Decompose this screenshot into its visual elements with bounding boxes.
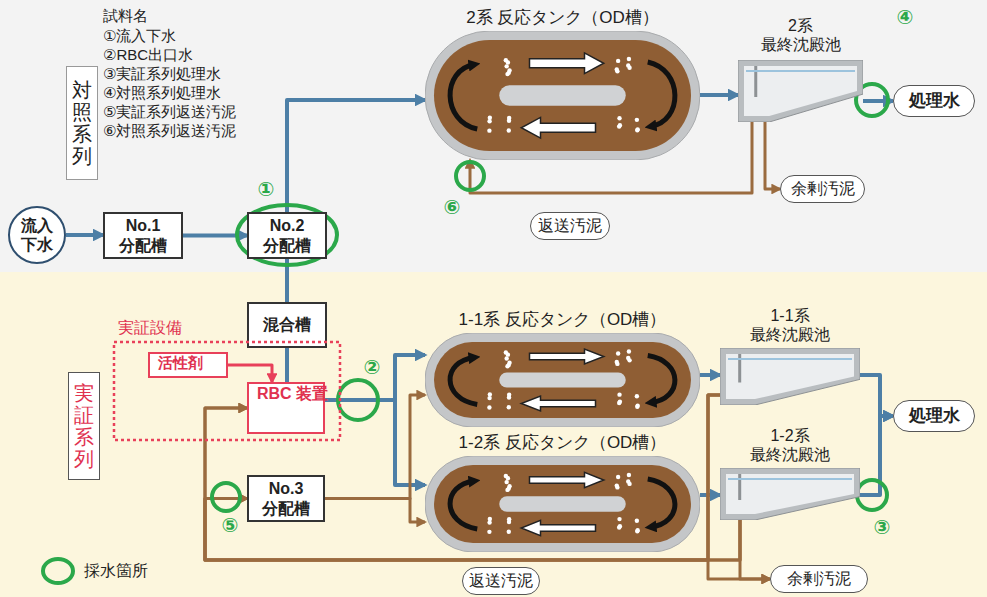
sample-list-item: ②RBC出口水	[103, 45, 193, 64]
settling-tank: 1-1系 最終沈殿池	[720, 302, 860, 405]
flow-line	[325, 499, 425, 523]
flow-line	[66, 233, 103, 237]
legend-ring	[40, 556, 76, 586]
sampling-ring	[237, 205, 337, 265]
reaction-tank: 1-1系 反応タンク（OD槽）	[425, 307, 700, 427]
reaction-tank: 1-2系 反応タンク（OD槽）	[425, 430, 700, 552]
settling-tank: 1-2系 最終沈殿池	[720, 422, 860, 520]
sample-list-item: ①流入下水	[103, 26, 176, 45]
flow-line	[287, 100, 425, 212]
node-label: 混合槽	[261, 315, 313, 334]
node-label: 余剰汚泥	[791, 179, 855, 198]
node-label: 1-2系 最終沈殿池	[738, 422, 842, 464]
sampling-ring	[212, 483, 240, 511]
flow-line	[700, 93, 738, 97]
sample-list-item: 試料名	[103, 6, 148, 25]
series-tag: 実証系列	[68, 372, 100, 480]
sampling-ring	[857, 480, 887, 510]
callout-number: ⑥	[444, 196, 461, 218]
callout-number: ③	[874, 516, 891, 538]
node-label: 返送汚泥	[469, 571, 533, 590]
process-box: No.3 分配槽	[247, 475, 325, 522]
node-label: 1-2系 反応タンク（OD槽）	[425, 430, 700, 456]
control-band	[0, 0, 987, 272]
flow-line	[860, 375, 893, 416]
callout-number: ①	[258, 178, 275, 200]
tank-illustration	[425, 456, 700, 552]
node-label: RBC 装置	[255, 384, 307, 403]
series-tag: 対照系列	[66, 66, 98, 180]
sample-list-item: ④対照系列処理水	[103, 83, 221, 102]
output-pill: 余剰汚泥	[770, 565, 868, 593]
sampling-ring	[456, 162, 484, 190]
tank-illustration	[738, 60, 863, 122]
node-label: 1-1系 反応タンク（OD槽）	[425, 307, 700, 333]
process-box: No.1 分配槽	[103, 212, 183, 259]
reaction-tank: 2系 反応タンク（OD槽）	[425, 5, 700, 160]
output-pill: 返送汚泥	[462, 567, 540, 595]
equipment-region: 実証設備活性剤 RBC 装置	[112, 318, 342, 442]
demo-band	[0, 272, 987, 597]
sample-list-item: ⑥対照系列返送汚泥	[103, 121, 236, 140]
node-label: 余剰汚泥	[787, 569, 851, 588]
node-label: No.1 分配槽	[113, 216, 173, 254]
output-pill: 処理水	[893, 85, 975, 117]
callout-number: ④	[897, 6, 914, 28]
flow-line	[285, 348, 289, 382]
legend-item: 採水箇所	[40, 556, 148, 586]
node-label: 実証設備	[118, 318, 182, 339]
node-label: 返送汚泥	[538, 216, 602, 235]
flow-line	[740, 520, 770, 579]
node-label: 1-1系 最終沈殿池	[738, 302, 842, 344]
node-label: 対照系列	[72, 79, 92, 167]
legend-text: 採水箇所	[84, 561, 148, 582]
flow-line	[700, 493, 720, 497]
sample-list-item: ⑤実証系列返送汚泥	[103, 102, 236, 121]
tank-illustration	[425, 31, 700, 160]
callout-number: ⑤	[222, 514, 239, 536]
sample-list-item: ③実証系列処理水	[103, 64, 221, 83]
node-label: 2系 最終沈殿池	[749, 12, 853, 54]
node-label: 流入 下水	[14, 216, 60, 254]
node-label: 活性剤	[156, 354, 205, 372]
tank-illustration	[720, 468, 860, 520]
node-label: 2系 反応タンク（OD槽）	[425, 5, 700, 31]
settling-tank: 2系 最終沈殿池	[738, 12, 863, 122]
output-pill: 返送汚泥	[530, 212, 610, 240]
output-pill: 処理水	[893, 400, 975, 432]
node-label: 実証系列	[74, 382, 94, 470]
flow-line	[228, 365, 272, 382]
node-label: No.2 分配槽	[257, 216, 317, 254]
output-pill: 余剰汚泥	[780, 175, 865, 203]
process-box: 活性剤	[148, 352, 228, 378]
node-label: No.3 分配槽	[256, 479, 316, 517]
sampling-ring	[338, 380, 378, 420]
node-label: 処理水	[909, 91, 960, 111]
tank-illustration	[425, 333, 700, 427]
node-label: 処理水	[909, 406, 960, 426]
inflow-node: 流入 下水	[8, 206, 66, 264]
callout-number: ②	[364, 356, 381, 378]
tank-illustration	[720, 348, 860, 405]
flow-line	[765, 122, 780, 189]
process-box: No.2 分配槽	[247, 212, 327, 259]
process-box: RBC 装置	[247, 382, 325, 434]
flow-line	[700, 373, 720, 377]
